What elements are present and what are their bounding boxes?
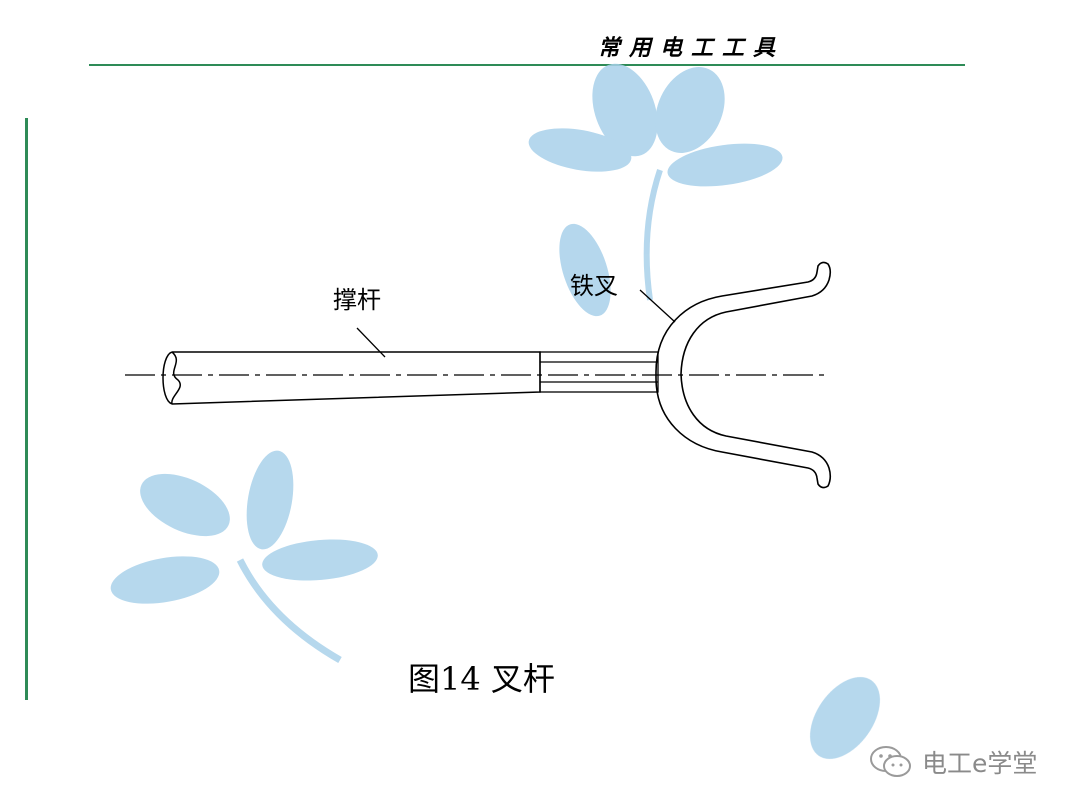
rod-leader-line xyxy=(356,327,386,358)
decorative-flower-top xyxy=(528,63,783,317)
watermark: 电工e学堂 xyxy=(868,744,1037,780)
watermark-text: 电工e学堂 xyxy=(922,749,1038,778)
fork-leader-line xyxy=(639,289,676,323)
left-accent-bar xyxy=(25,118,28,700)
page-header-title: 常用电工工具 xyxy=(598,35,785,61)
support-rod xyxy=(162,351,541,405)
fork-label: 铁叉 xyxy=(570,272,618,300)
fork-socket xyxy=(539,351,659,393)
decorative-flower-bottom xyxy=(110,450,880,759)
figure-caption: 图14 叉杆 xyxy=(408,660,555,698)
rod-label: 撑杆 xyxy=(333,286,381,314)
wechat-icon xyxy=(870,746,911,777)
header-divider xyxy=(89,64,965,66)
iron-fork xyxy=(655,261,832,489)
